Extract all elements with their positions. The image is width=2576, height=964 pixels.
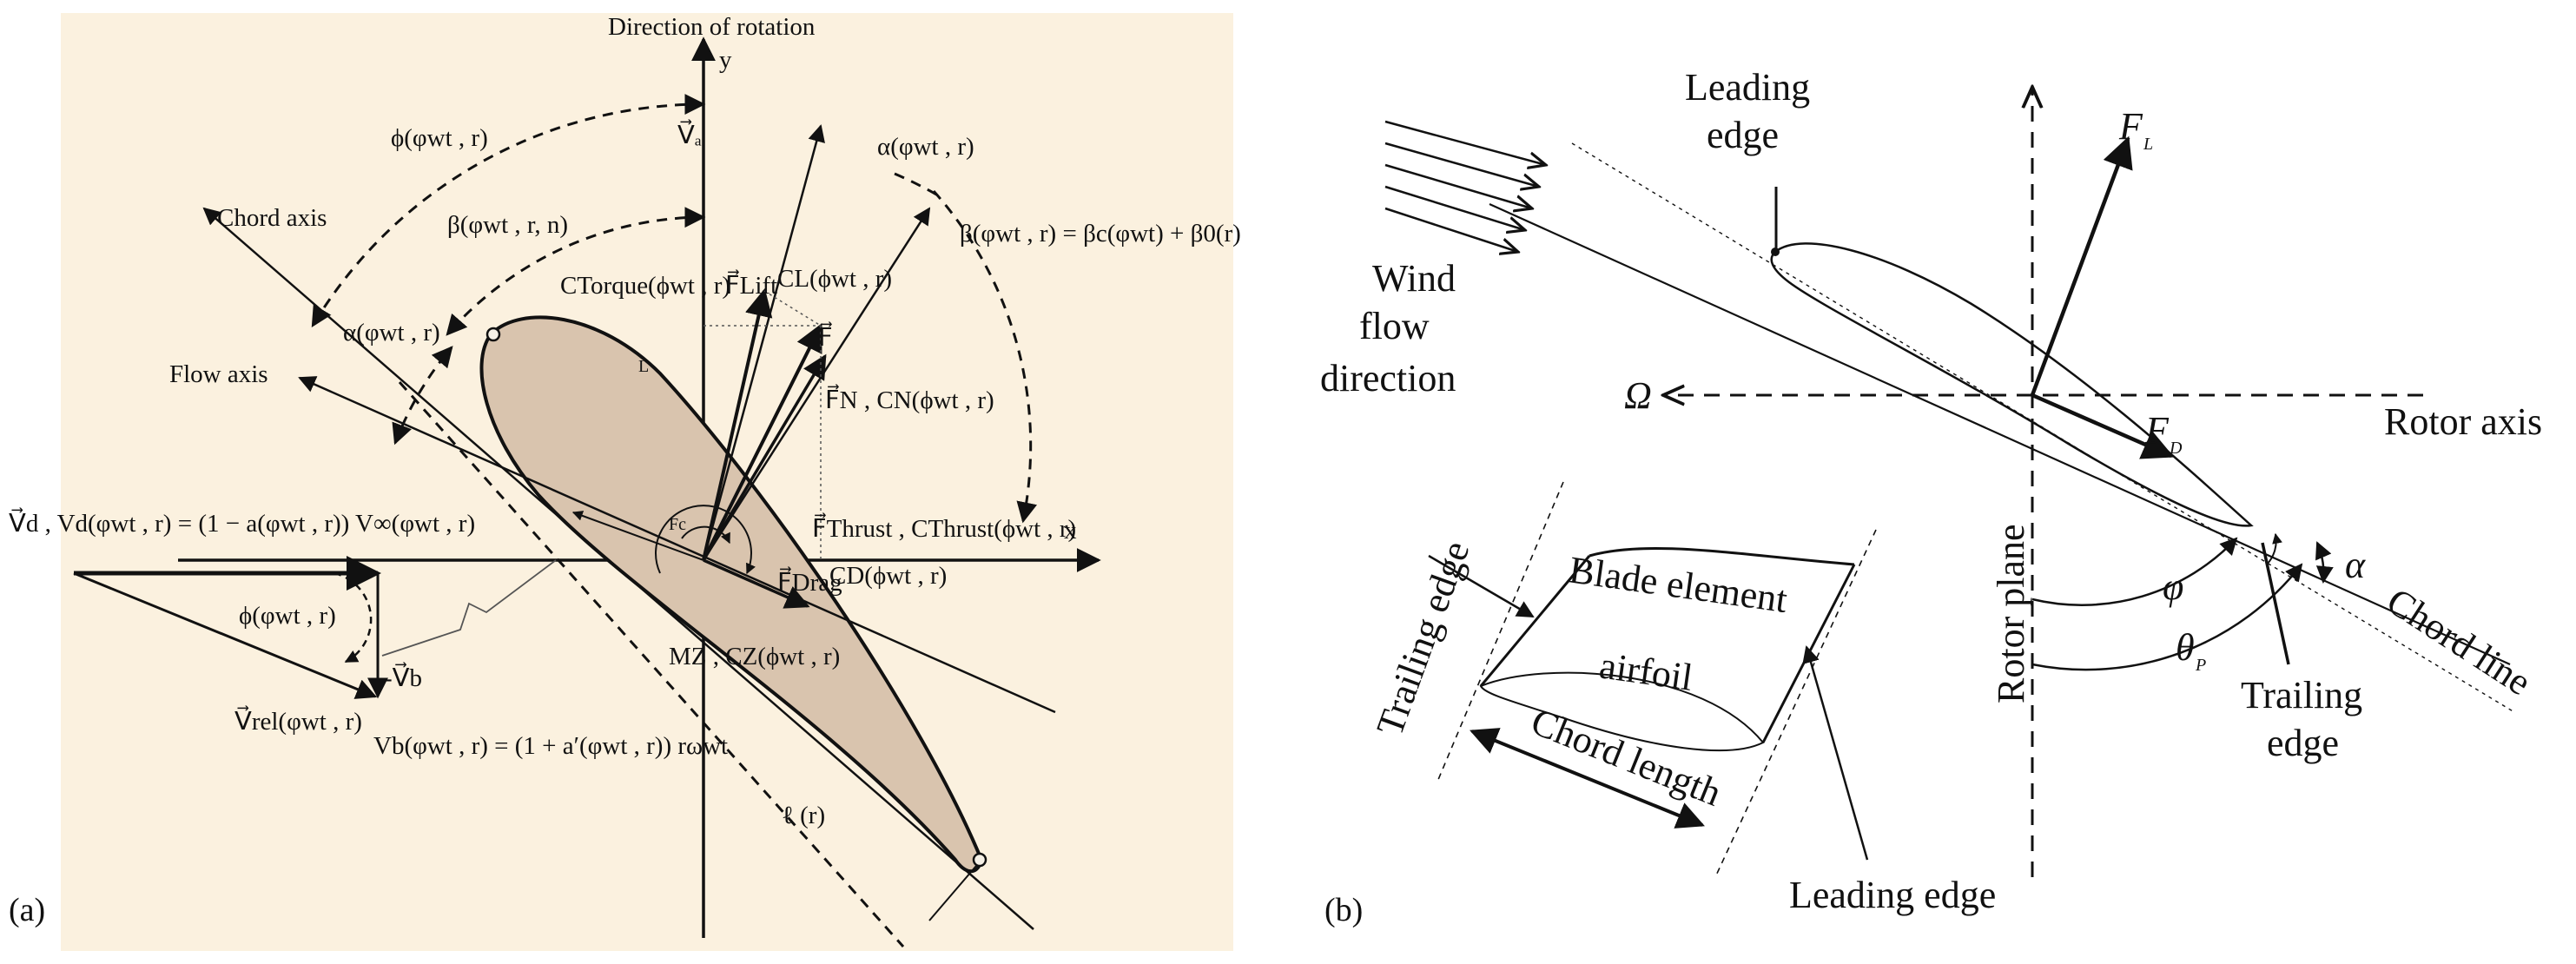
airfoil-b [1770, 242, 2254, 527]
drag-vector [703, 558, 810, 609]
label-trailing-edge-left: Trailing edge [1368, 536, 1477, 742]
label-f-drag: F⃗Drag [777, 566, 842, 597]
label-theta-p: θ [2176, 626, 2195, 669]
beta-arc-n [446, 207, 706, 336]
label-omega: Ω [1624, 374, 1652, 417]
label-fc: Fc [669, 515, 686, 534]
label-phi-angle: φ [2163, 565, 2183, 608]
zigzag-connector [381, 559, 557, 657]
alpha-arc-left [392, 346, 453, 446]
alpha-arc-top [894, 172, 939, 197]
label-blade-element: Blade element [1567, 548, 1790, 621]
label-f-vec: F⃗ [818, 321, 833, 352]
label-vb-vector: V⃗ₐ [677, 119, 702, 149]
label-trailing-edge-right-2: edge [2267, 722, 2339, 764]
label-flow-axis: Flow axis [169, 360, 268, 388]
blade-element [1437, 481, 1877, 878]
label-direction-of-rotation: Direction of rotation [608, 13, 816, 41]
theta-p-angle-arc [2031, 563, 2303, 671]
label-alpha-top: α(φwt , r) [877, 133, 974, 161]
chord-length-tick-end [928, 859, 982, 921]
airfoil-shape [479, 315, 984, 874]
label-mz: MZ , CZ(ϕwt , r) [669, 643, 840, 670]
moment-arc-inner [681, 525, 730, 545]
phi-arc [311, 94, 706, 328]
label-chord-axis: Chord axis [217, 204, 327, 232]
drag-force-arrow [2031, 393, 2175, 459]
label-vrel: V⃗rel(φwt , r) [234, 705, 362, 736]
label-minus-vb: -V⃗b [384, 662, 422, 692]
leading-edge-dot [485, 327, 501, 342]
label-y-axis: y [719, 46, 732, 74]
panel-a-tag: (a) [9, 892, 45, 928]
leading-edge-bottom-pointer [1802, 645, 1869, 861]
label-vb-eq: Vb(φwt , r) = (1 + a′(φwt , r)) rωwt [373, 732, 728, 760]
label-chord-length: ℓ (r) [782, 802, 825, 829]
panel-b-tag: (b) [1324, 892, 1363, 928]
label-alpha-left: α(φwt , r) [343, 319, 440, 347]
label-f-n: F⃗N , CN(ϕwt , r) [825, 384, 994, 414]
chord-axis-line [202, 207, 1034, 930]
label-beta-eq: β(φwt , r) = βc(φwt) + β0(r) [960, 220, 1241, 248]
beta-direction-line [702, 207, 931, 561]
label-c-torque: CTorque(ϕwt , r) [560, 272, 730, 300]
label-f-thrust: F⃗Thrust , CThrust(ϕwt , r) [812, 512, 1076, 543]
label-rotor-axis: Rotor axis [2384, 400, 2542, 443]
label-leading-edge-top-1: Leading [1685, 66, 1810, 109]
label-chord-line: Chord line [2380, 579, 2540, 703]
relative-wind-line [1489, 202, 2511, 666]
moment-arc [655, 505, 756, 575]
wind-streamlines [1384, 120, 1546, 252]
label-c-d: CD(ϕwt , r) [829, 562, 947, 590]
label-chord-length: Chord length [1525, 700, 1727, 815]
label-leading-edge-bottom: Leading edge [1789, 874, 1996, 916]
label-beta-n: β(φwt , r, n) [447, 211, 568, 239]
alpha-direction-line [702, 124, 825, 561]
relative-velocity-line [571, 511, 704, 561]
lift-force-arrow [2030, 135, 2133, 396]
label-wind-1: Wind [1372, 257, 1456, 300]
label-f-l-sub: L [2143, 135, 2153, 154]
triangle-angle-arc [334, 571, 373, 664]
phi-angle-arc [2031, 537, 2238, 606]
panel-a: Direction of rotation y x V⃗ₐ ϕ(φwt , r)… [9, 13, 1241, 951]
label-f-lift: F⃗Lift [725, 269, 777, 300]
label-rotor-plane: Rotor plane [1990, 524, 2032, 703]
flow-axis-line [298, 376, 1056, 714]
label-l-mark: L [638, 357, 649, 376]
vrel-vector [73, 571, 378, 699]
lift-vector [702, 287, 773, 561]
label-wind-2: flow [1359, 305, 1430, 347]
label-phi: ϕ(φwt , r) [391, 124, 488, 152]
chord-length-dashed [398, 381, 905, 947]
trailing-edge-left-pointer [1428, 554, 1535, 618]
trailing-edge-dot [972, 852, 987, 868]
label-f-d-sub: D [2169, 439, 2183, 458]
label-vd-eq: V⃗d , Vd(φwt , r) = (1 − a(φwt , r)) V∞(… [9, 507, 475, 538]
label-x-axis: x [1064, 517, 1077, 545]
label-alpha-angle: α [2345, 544, 2366, 586]
panel-b: Leading edge F L Wind flow direction Ω F… [1320, 66, 2542, 928]
alpha-angle-arc [2315, 541, 2334, 584]
resultant-vector [702, 323, 822, 561]
label-f-d: F [2144, 409, 2170, 452]
label-theta-p-sub: P [2195, 656, 2206, 675]
projection-dotted-3 [763, 290, 822, 327]
label-wind-3: direction [1320, 357, 1456, 399]
label-leading-edge-top-2: edge [1707, 114, 1779, 156]
label-c-l: CL(ϕwt , r) [777, 265, 892, 293]
phi-small-arc [2266, 532, 2282, 565]
label-airfoil: airfoil [1597, 644, 1695, 698]
label-phi-triangle: ϕ(φwt , r) [239, 602, 336, 630]
trailing-edge-pointer [2261, 542, 2290, 665]
label-trailing-edge-right-1: Trailing [2241, 674, 2362, 716]
label-f-l: F [2118, 105, 2143, 148]
normal-force-vector [702, 353, 827, 561]
